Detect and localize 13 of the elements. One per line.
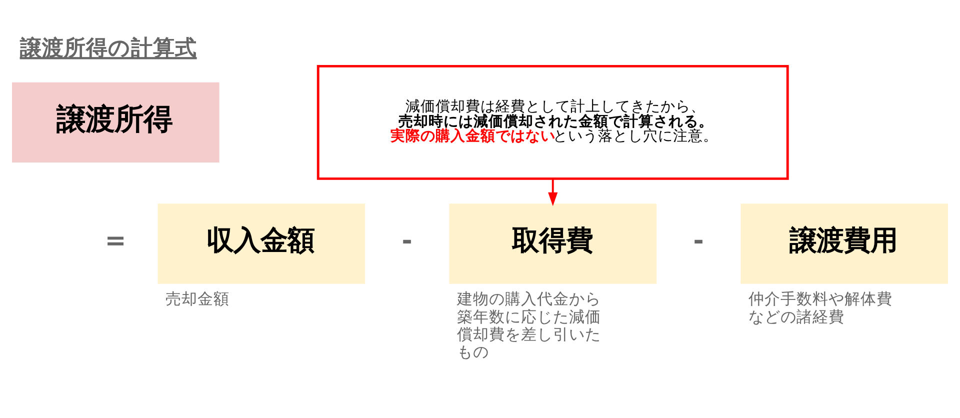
arrow	[548, 178, 558, 206]
label: -	[693, 224, 704, 254]
node-box: 取得費	[449, 203, 657, 284]
label: =	[104, 224, 126, 254]
node-box: 譲渡所得	[12, 82, 220, 162]
node-box: 減価償却費は経費として計上してきたから、 売却時には減価償却された金額で計算される。 実際の購入金額ではないという落とし穴に注意。	[316, 64, 789, 180]
node-label: 売却金額	[166, 288, 230, 308]
node-box: 譲渡費用	[740, 203, 948, 284]
node-box: 収入金額	[158, 203, 366, 284]
node-label: 建物の購入代金から築年数に応じた減価償却費を差し引いたもの	[457, 288, 602, 360]
node-label: 仲介手数料や解体費などの諸経費	[748, 288, 892, 326]
label: -	[402, 224, 412, 254]
diagram-title: 譲渡所得の計算式	[20, 36, 197, 61]
